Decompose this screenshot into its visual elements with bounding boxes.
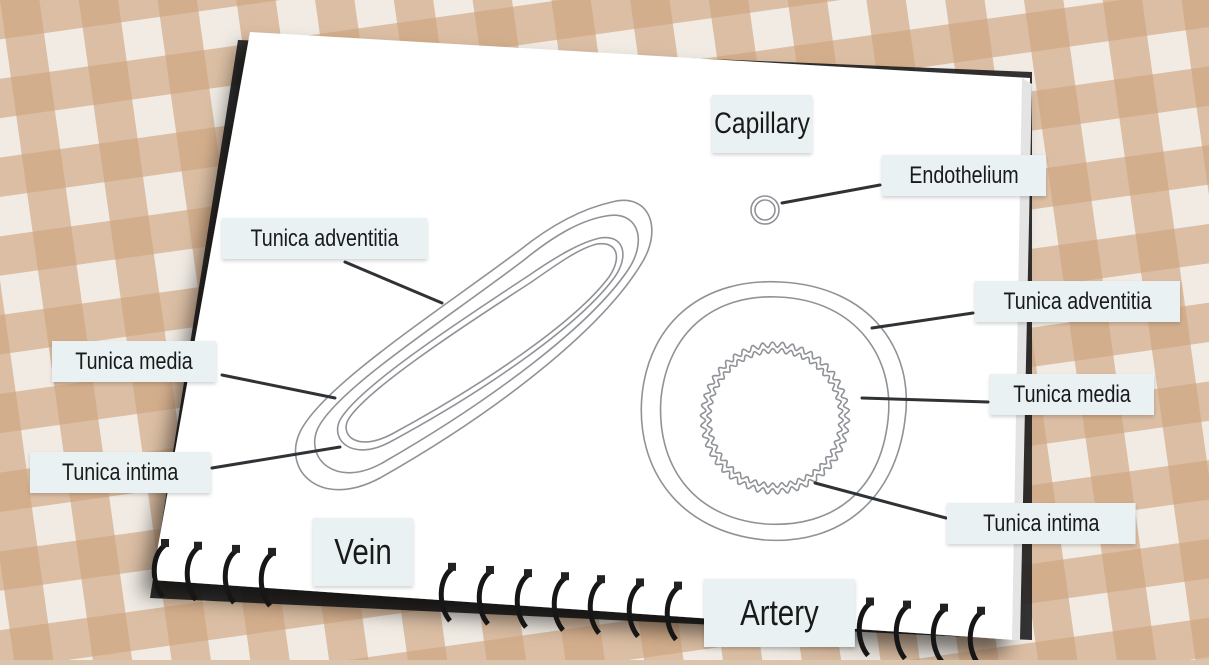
binding-hole bbox=[448, 563, 456, 571]
binding-hole bbox=[194, 542, 202, 550]
binding-hole bbox=[903, 601, 911, 609]
binding-hole bbox=[268, 548, 276, 556]
vein-tunica-media-label: Tunica media bbox=[52, 341, 216, 382]
binding-hole bbox=[977, 607, 985, 615]
binding-hole bbox=[866, 598, 874, 606]
artery-tunica-media-label: Tunica media bbox=[990, 374, 1154, 415]
sketchbook-page bbox=[152, 32, 1030, 640]
artery-title-label: Artery bbox=[704, 579, 855, 647]
binding-hole bbox=[674, 582, 682, 590]
binding-hole bbox=[561, 572, 569, 580]
artery-tunica-adventitia-label: Tunica adventitia bbox=[975, 281, 1180, 322]
vein-tunica-adventitia-label: Tunica adventitia bbox=[222, 218, 427, 259]
binding-hole bbox=[232, 545, 240, 553]
binding-hole bbox=[524, 569, 532, 577]
binding-hole bbox=[161, 539, 169, 547]
binding-hole bbox=[486, 566, 494, 574]
binding-hole bbox=[597, 575, 605, 583]
capillary-title-label: Capillary bbox=[712, 95, 812, 153]
artery-tunica-intima-label: Tunica intima bbox=[947, 503, 1136, 544]
vein-title-label: Vein bbox=[313, 518, 413, 586]
binding-hole bbox=[940, 604, 948, 612]
endothelium-label: Endothelium bbox=[882, 155, 1046, 196]
vein-tunica-intima-label: Tunica intima bbox=[30, 452, 210, 493]
binding-hole bbox=[636, 578, 644, 586]
